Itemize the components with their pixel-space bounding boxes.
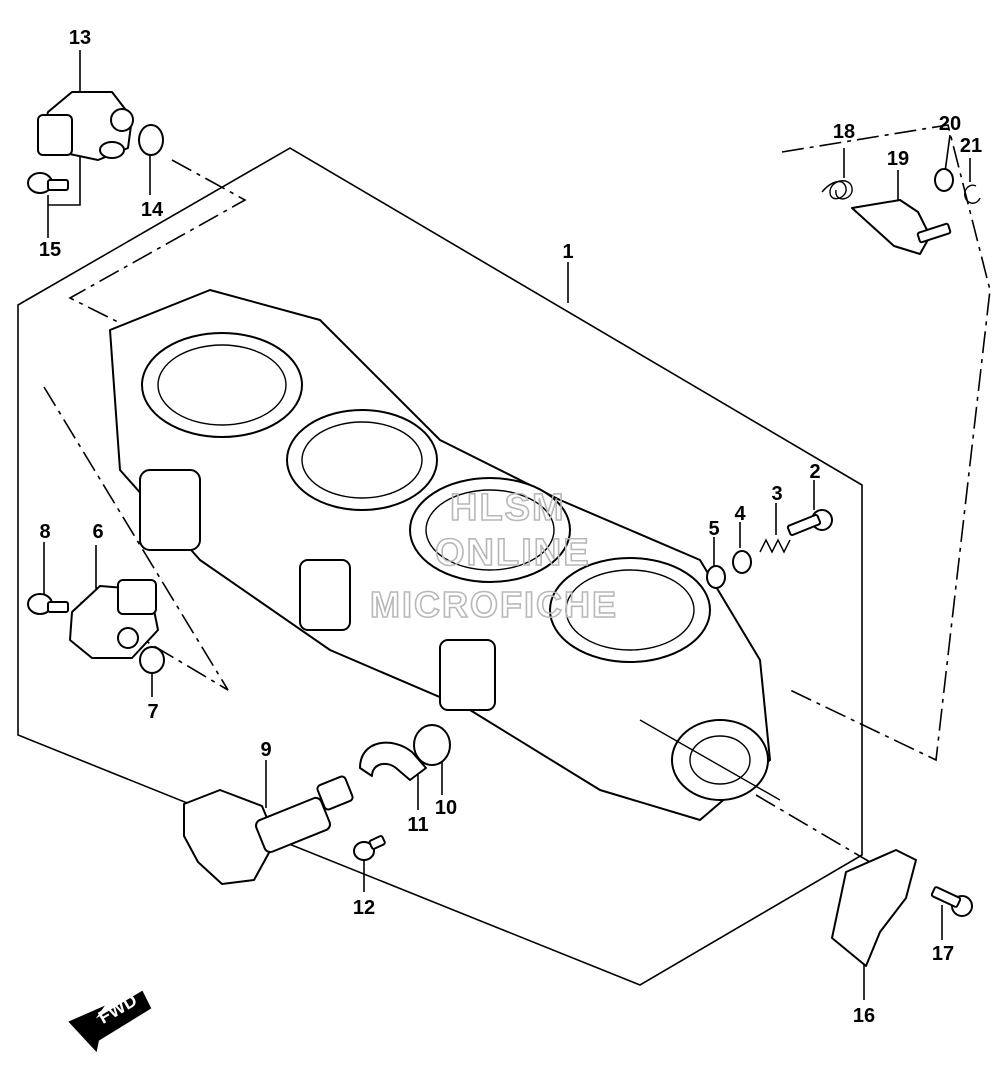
callout-7: 7: [147, 701, 158, 723]
callout-19: 19: [887, 148, 909, 170]
assembly-outline: [17, 147, 863, 986]
group-18-outline: [781, 124, 991, 762]
callout-12: 12: [353, 897, 375, 919]
bracket-11: [359, 741, 427, 781]
watermark-line-3: MICROFICHE: [370, 584, 618, 625]
callout-20: 20: [939, 113, 961, 135]
fwd-arrow: FWD: [68, 990, 152, 1053]
callout-8: 8: [39, 521, 50, 543]
screw-12: [353, 835, 386, 861]
callout-5: 5: [708, 518, 719, 540]
screw-15: [27, 172, 69, 194]
callout-1: 1: [562, 241, 573, 263]
o-ring-5: [706, 565, 726, 589]
callout-18: 18: [833, 121, 855, 143]
watermark-line-2: ONLINE: [435, 532, 591, 574]
o-ring-10: [413, 724, 451, 766]
sensor-13: [37, 91, 134, 161]
sensor-6: [69, 579, 159, 659]
group-13-outline: [68, 159, 247, 323]
watermark: HLSM ONLINE MICROFICHE: [369, 486, 618, 626]
washer-4: [732, 550, 752, 574]
callout-6: 6: [92, 521, 103, 543]
o-ring-7: [139, 646, 165, 674]
washer-20: [934, 168, 954, 192]
callout-16: 16: [853, 1005, 875, 1027]
callout-13: 13: [69, 27, 91, 49]
clip-21: [964, 184, 981, 204]
screw-17: [930, 886, 973, 917]
callout-2: 2: [809, 461, 820, 483]
screw-8: [27, 593, 69, 615]
sensor-9: [183, 775, 354, 885]
screw-2: [786, 509, 833, 537]
spring-18: [821, 180, 853, 200]
spring-3: [759, 538, 791, 554]
o-ring-14: [138, 124, 164, 156]
callout-11: 11: [407, 814, 428, 836]
callout-4: 4: [734, 503, 746, 525]
callout-10: 10: [435, 797, 457, 819]
watermark-line-1: HLSM: [450, 487, 566, 529]
group-16-outline: [755, 794, 871, 863]
bracket-16: [831, 849, 917, 967]
lever-19: [851, 199, 952, 255]
callout-labels: 1 2 3 4 5 6 7 8 9 10 11 12 13 14 15 16 1…: [39, 27, 982, 1027]
throttle-body: [109, 289, 781, 821]
callout-9: 9: [260, 739, 271, 761]
callout-21: 21: [960, 135, 982, 157]
callout-15: 15: [39, 239, 61, 261]
callout-17: 17: [932, 943, 954, 965]
callout-3: 3: [771, 483, 782, 505]
callout-14: 14: [141, 199, 164, 221]
